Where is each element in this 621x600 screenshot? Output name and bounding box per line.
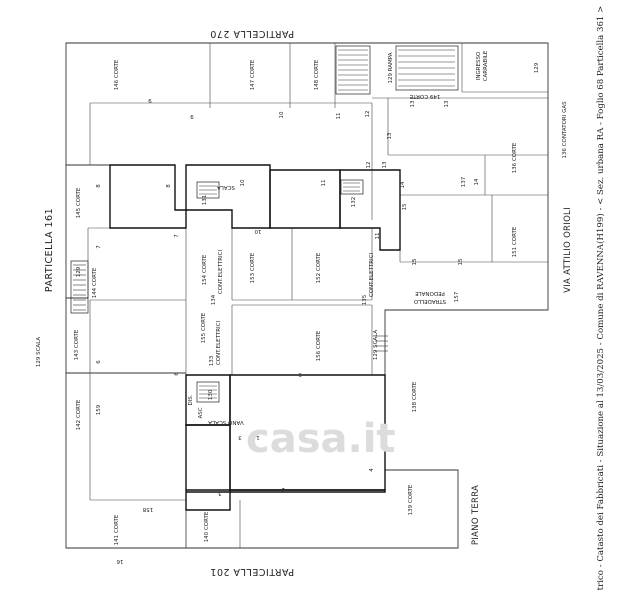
label-dis: DIS. — [188, 394, 194, 405]
area-149-corte: 149 CORTE — [409, 93, 440, 99]
area-136-contatori-gas: 136 CONTATORI GAS — [562, 101, 568, 159]
marker-14: 14 — [474, 178, 480, 185]
label-ingresso: INGRESSO — [476, 51, 482, 80]
area-138-corte: 138 CORTE — [412, 381, 418, 412]
marker-2: 2 — [281, 486, 285, 492]
watermark: casa.it — [246, 416, 396, 462]
marker-7: 7 — [96, 245, 102, 249]
area-144-corte: 144 CORTE — [92, 267, 98, 298]
marker-1: 1 — [256, 434, 260, 440]
marker-9: 9 — [190, 113, 194, 119]
label-carrabile: CARRABILE — [483, 50, 489, 81]
area-152-corte: 152 CORTE — [316, 252, 322, 283]
marker-4: 4 — [369, 468, 375, 472]
area-137: 137 — [461, 176, 467, 187]
marker-13: 13 — [382, 161, 388, 168]
label-right: VIA ATTILIO ORIOLI — [563, 207, 573, 293]
area-154-corte: 154 CORTE — [202, 254, 208, 285]
label-asc: ASC — [198, 407, 204, 418]
marker-12: 12 — [365, 111, 371, 118]
area-147-corte: 147 CORTE — [250, 59, 256, 90]
marker-10: 10 — [254, 228, 261, 234]
label-floor: PIANO TERRA — [471, 485, 481, 545]
area-148-corte: 148 CORTE — [314, 59, 320, 90]
area-158: 158 — [142, 506, 153, 512]
courtyard-partitions — [87, 43, 548, 548]
marker-9: 9 — [148, 97, 152, 103]
area-157: 157 — [454, 291, 460, 302]
label-top: PARTICELLA 270 — [210, 28, 294, 39]
stair-outlines — [70, 45, 459, 403]
footer-note: trico - Catasto dei Fabbricati - Situazi… — [595, 6, 606, 591]
area-156-corte: 156 CORTE — [316, 330, 322, 361]
label-bottom: PARTICELLA 201 — [210, 566, 294, 577]
marker-7: 7 — [174, 234, 180, 238]
area-151-corte: 151 CORTE — [512, 226, 518, 257]
area-153-corte: 153 CORTE — [250, 252, 256, 283]
area-133-cont-elettrici: CONT.ELETTRICI — [216, 320, 222, 365]
area-129-top-right: 129 — [534, 62, 540, 73]
area-140-corte: 140 CORTE — [204, 511, 210, 542]
marker-15: 15 — [402, 203, 408, 210]
area-135-number: 135 — [362, 294, 368, 305]
marker-15: 15 — [412, 258, 418, 265]
marker-3: 3 — [238, 434, 242, 440]
label-scala-small: SCALA — [217, 184, 235, 190]
area-136-corte: 136 CORTE — [512, 142, 518, 173]
area-129-rampa: 129 RAMPA — [388, 52, 394, 83]
area-129-scala-left: 129 SCALA — [36, 337, 42, 368]
label-vano-scala: VANO SCALA — [208, 419, 244, 425]
area-142-corte: 142 CORTE — [76, 399, 82, 430]
marker-11: 11 — [375, 233, 381, 240]
area-145-corte: 145 CORTE — [76, 187, 82, 218]
area-131: 131 — [202, 195, 208, 206]
label-pedonale: PEDONALE — [415, 290, 445, 296]
marker-11: 11 — [336, 113, 342, 120]
marker-12: 12 — [366, 162, 372, 169]
marker-14: 14 — [400, 181, 406, 188]
marker-8: 8 — [166, 184, 172, 188]
building-walls — [109, 164, 401, 511]
stair-hatching — [73, 49, 455, 399]
marker-6: 6 — [174, 372, 180, 376]
label-stradello: STRADELLO — [413, 298, 446, 304]
label-left: PARTICELLA 161 — [44, 208, 55, 292]
marker-15: 15 — [458, 258, 464, 265]
boundary-markers: 9 9 10 11 12 13 13 13 12 13 14 14 15 15 … — [96, 97, 480, 564]
marker-13: 13 — [444, 100, 450, 107]
area-133-number: 133 — [209, 355, 215, 366]
marker-13: 13 — [410, 100, 416, 107]
marker-8: 8 — [96, 184, 102, 188]
area-139-corte: 139 CORTE — [408, 484, 414, 515]
marker-13: 13 — [387, 132, 393, 139]
marker-3: 3 — [218, 490, 222, 496]
area-labels: 146 CORTE 147 CORTE 148 CORTE 129 RAMPA … — [36, 50, 568, 545]
area-134-cont-elettrici: CONT.ELETTRICI — [218, 249, 224, 294]
marker-5: 5 — [298, 371, 302, 377]
area-146-corte: 146 CORTE — [114, 59, 120, 90]
area-134-number: 134 — [211, 294, 217, 305]
area-135-cont-elettrici: CONT.ELETTRICI — [369, 252, 375, 297]
marker-10: 10 — [279, 111, 285, 118]
marker-16: 16 — [116, 558, 123, 564]
area-129-small: 129 — [76, 266, 82, 277]
area-143-corte: 143 CORTE — [74, 329, 80, 360]
area-141-corte: 141 CORTE — [114, 514, 120, 545]
area-132: 132 — [351, 197, 357, 208]
marker-11: 11 — [321, 180, 327, 187]
marker-6: 6 — [96, 360, 102, 364]
area-155-corte: 155 CORTE — [201, 312, 207, 343]
lot-boundary — [65, 42, 549, 549]
area-159: 159 — [96, 404, 102, 415]
area-130: 130 — [208, 389, 214, 400]
marker-10: 10 — [240, 179, 246, 186]
area-129-scala-right: 129 SCALA — [373, 330, 379, 361]
